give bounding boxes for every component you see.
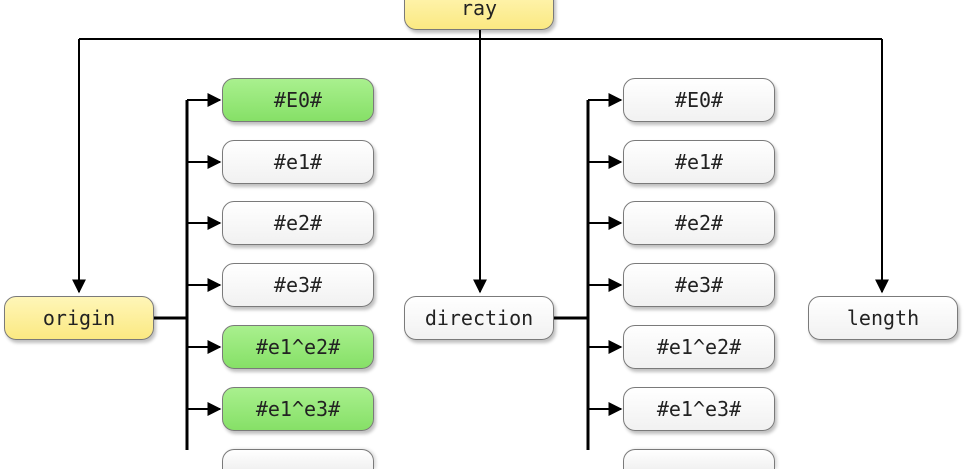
diagram-canvas: ray origin direction length #E0# #e1# #e2#… xyxy=(4,0,958,469)
child-node: #e1^e2# xyxy=(222,325,374,369)
branch-node-origin: origin xyxy=(4,296,154,340)
child-node: #e1# xyxy=(623,140,775,184)
child-node: #E0# xyxy=(222,78,374,122)
root-node: ray xyxy=(404,0,554,30)
branch-node-length: length xyxy=(808,296,958,340)
child-node: #e1^e2# xyxy=(623,325,775,369)
child-node: #e2# xyxy=(222,201,374,245)
child-node: #e2# xyxy=(623,201,775,245)
child-node: #E0# xyxy=(623,78,775,122)
child-node xyxy=(623,449,775,469)
child-node: #e3# xyxy=(623,263,775,307)
child-node xyxy=(222,449,374,469)
child-node: #e1# xyxy=(222,140,374,184)
child-node: #e1^e3# xyxy=(623,387,775,431)
child-node: #e1^e3# xyxy=(222,387,374,431)
child-node: #e3# xyxy=(222,263,374,307)
connector-lines xyxy=(72,30,889,450)
branch-node-direction: direction xyxy=(404,296,554,340)
